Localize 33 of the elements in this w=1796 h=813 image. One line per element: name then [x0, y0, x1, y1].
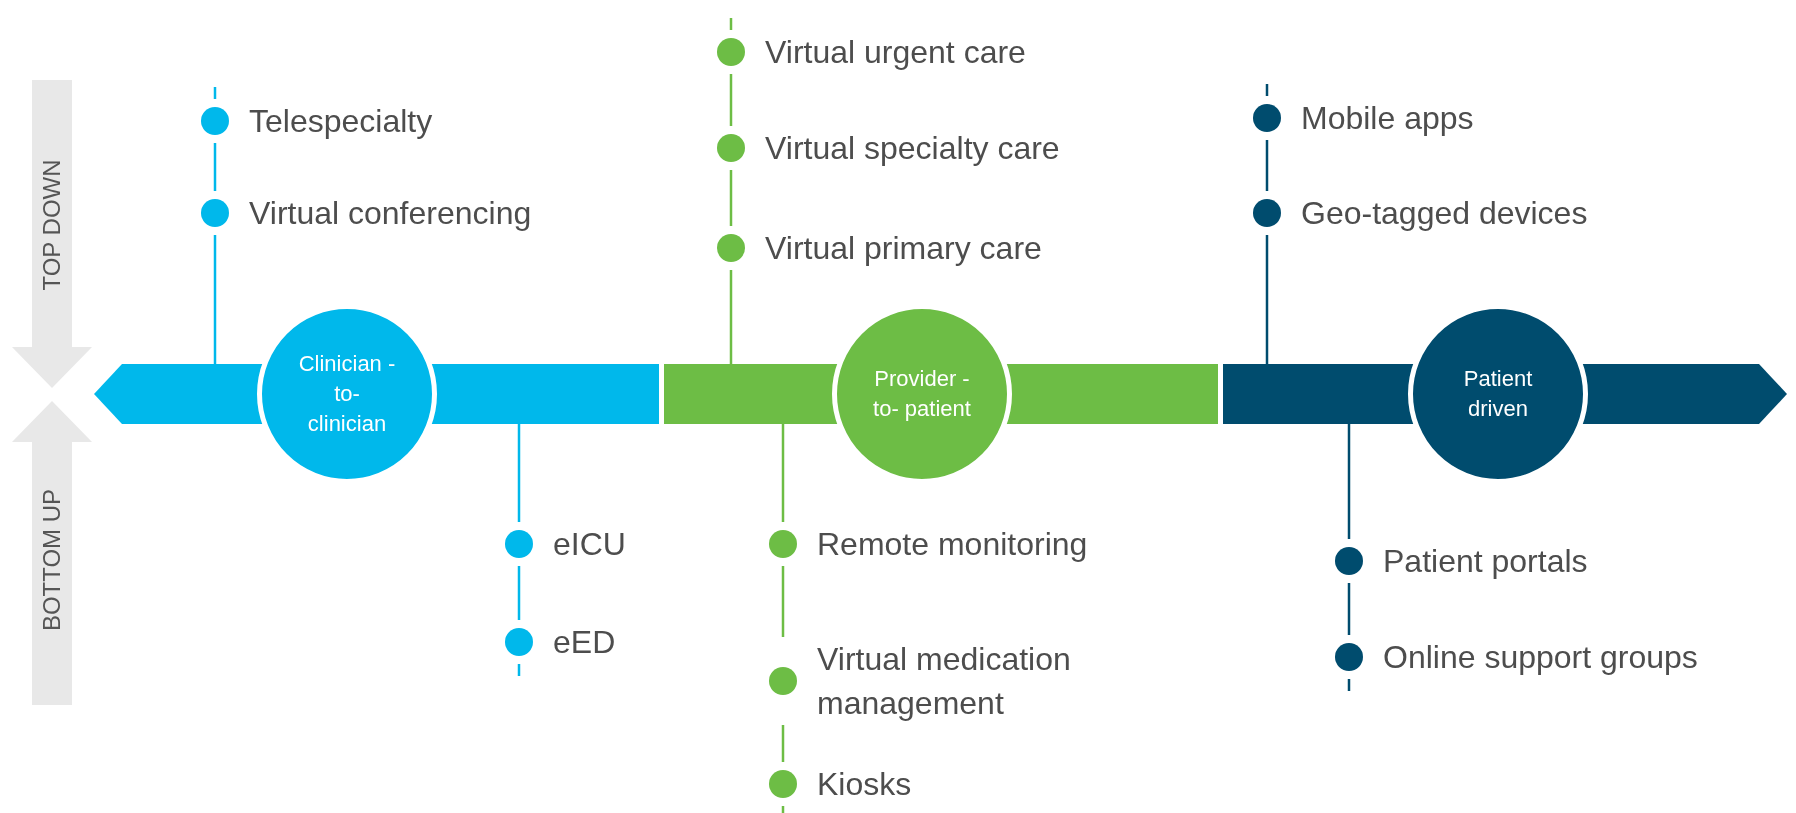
category-label: Provider -to- patient: [872, 365, 972, 423]
connector-line: [1265, 140, 1269, 191]
connector-line: [729, 74, 733, 126]
connector-line: [213, 143, 217, 191]
item-label: eICU: [553, 525, 626, 564]
axis-label: TOP DOWN: [38, 159, 66, 291]
item-label: Virtual medication management: [817, 640, 1072, 723]
connector-line: [781, 424, 785, 522]
connector-line: [1347, 583, 1351, 635]
connector-line: [729, 170, 733, 226]
axis-label: BOTTOM UP: [38, 488, 66, 632]
connector-line: [517, 566, 521, 620]
item-label: Geo-tagged devices: [1301, 194, 1588, 233]
item-label: Kiosks: [817, 765, 912, 804]
connector-line: [1265, 235, 1269, 364]
category-label: Patient driven: [1462, 365, 1534, 423]
item-label: Remote monitoring: [817, 525, 1088, 564]
connector-line: [781, 725, 785, 762]
item-label: Virtual conferencing: [249, 194, 532, 233]
connector-line: [1347, 424, 1351, 539]
item-label: Virtual urgent care: [765, 33, 1026, 72]
connector-line: [213, 235, 217, 364]
item-label: Telespecialty: [249, 102, 433, 141]
item-label: Online support groups: [1383, 638, 1698, 677]
item-label: Mobile apps: [1301, 99, 1474, 138]
item-label: Patient portals: [1383, 542, 1588, 581]
connector-line: [781, 566, 785, 637]
category-label: Clinician -to- clinician: [297, 350, 397, 438]
connector-line: [729, 270, 733, 364]
item-label: Virtual primary care: [765, 229, 1042, 268]
connector-line: [517, 424, 521, 522]
item-label: eED: [553, 623, 616, 662]
item-label: Virtual specialty care: [765, 129, 1060, 168]
